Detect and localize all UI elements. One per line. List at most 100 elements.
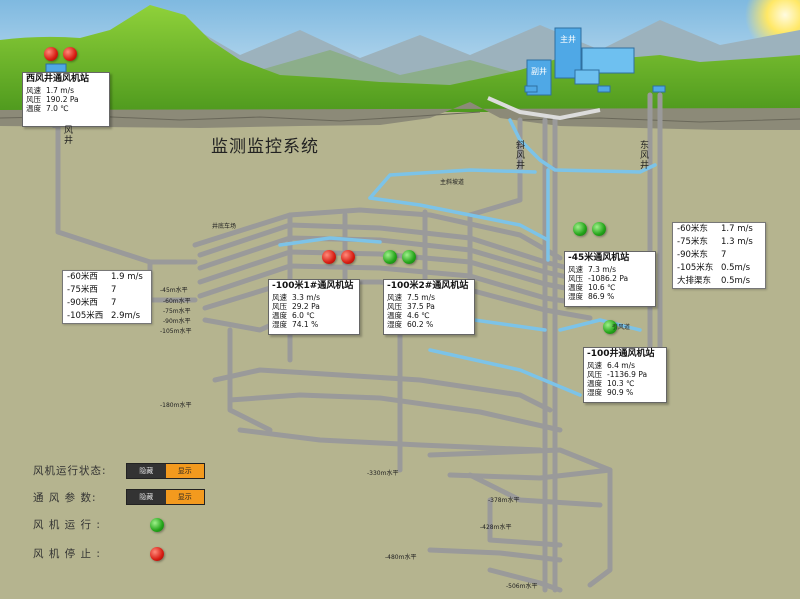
green-hill <box>0 5 800 112</box>
station-name: 西风井通风机站 <box>26 74 90 84</box>
param-label: 风压 <box>387 302 402 311</box>
param-value: -1136.9 Pa <box>607 370 648 379</box>
building-aux-label: 副井 <box>531 67 547 76</box>
param-value: 29.2 Pa <box>292 302 320 311</box>
toggle-hide-option[interactable]: 隐藏 <box>127 490 166 504</box>
surface-buildings <box>45 27 666 96</box>
fan-status-toggle[interactable]: 隐藏 显示 <box>126 463 205 479</box>
fan2-running-indicator-2 <box>402 250 416 264</box>
wind-params-label: 通 风 参 数: <box>33 492 97 504</box>
west-fan-stopped-indicator-2 <box>63 47 77 61</box>
param-label: 湿度 <box>387 320 402 329</box>
param-label: 风速 <box>26 86 41 95</box>
tunnel-label: 引风道 <box>612 324 631 331</box>
level-label: -105m水平 <box>160 328 192 335</box>
param-value: 6.4 m/s <box>607 361 636 370</box>
param-label: 温度 <box>26 104 41 113</box>
level-label: -480m水平 <box>385 554 417 561</box>
param-label: 风压 <box>26 95 41 104</box>
level-label: -45m水平 <box>160 287 188 294</box>
toggle-hide-option[interactable]: 隐藏 <box>127 464 166 478</box>
param-label: 湿度 <box>568 292 583 301</box>
incline-shaft <box>487 96 601 121</box>
fan1-stopped-indicator <box>322 250 336 264</box>
param-label: 温度 <box>272 311 287 320</box>
level-label: -428m水平 <box>480 524 512 531</box>
fan1-stopped-indicator-2 <box>341 250 355 264</box>
fan2-running-indicator <box>383 250 397 264</box>
param-label: 风压 <box>272 302 287 311</box>
tunnel-label: 井底车场 <box>212 223 237 230</box>
west-fan-station-panel[interactable]: 西风井通风机站 风速 1.7 m/s 风压 190.2 Pa 温度 7.0 ℃ <box>22 72 110 127</box>
param-value: 1.7 m/s <box>46 86 75 95</box>
level-label: -330m水平 <box>367 470 399 477</box>
fan-station-3-panel[interactable]: -45米通风机站 风速 7.3 m/s 风压 -1086.2 Pa 温度 10.6 ℃… <box>564 251 656 307</box>
level-label: -506m水平 <box>506 583 538 590</box>
level-label: -75m水平 <box>163 308 191 315</box>
param-value: 7.0 ℃ <box>46 104 69 113</box>
param-value: 7.3 m/s <box>588 265 617 274</box>
level-label: -378m水平 <box>488 497 520 504</box>
param-value: 7.5 m/s <box>407 293 436 302</box>
level-label: -180m水平 <box>160 402 192 409</box>
param-label: 风速 <box>568 265 583 274</box>
station-name: -100米2#通风机站 <box>387 281 469 291</box>
level-label: -60m水平 <box>163 298 191 305</box>
param-label: 风压 <box>587 370 602 379</box>
shaft-label: 东风井 <box>638 140 648 170</box>
param-label: 湿度 <box>587 388 602 397</box>
param-value: 86.9 % <box>588 292 615 301</box>
shaft-label: 风井 <box>62 125 72 145</box>
param-value: 37.5 Pa <box>407 302 435 311</box>
param-value: 60.2 % <box>407 320 434 329</box>
param-value: 74.1 % <box>292 320 319 329</box>
param-value: 10.3 ℃ <box>607 379 635 388</box>
param-value: -1086.2 Pa <box>588 274 629 283</box>
param-label: 风速 <box>587 361 602 370</box>
building-main-label: 主井 <box>560 35 576 44</box>
fan-stopped-label: 风 机 停 止 : <box>33 548 101 560</box>
page-title: 监测监控系统 <box>211 137 319 157</box>
param-value: 10.6 ℃ <box>588 283 616 292</box>
param-value: 190.2 Pa <box>46 95 79 104</box>
param-label: 温度 <box>568 283 583 292</box>
param-label: 风速 <box>387 293 402 302</box>
station-name: -100米1#通风机站 <box>272 281 354 291</box>
station-name: -100井通风机站 <box>587 349 655 359</box>
fan-status-label: 风机运行状态: <box>33 465 107 477</box>
param-value: 3.3 m/s <box>292 293 321 302</box>
legend-running-icon <box>150 518 164 532</box>
toggle-show-option[interactable]: 显示 <box>165 490 204 504</box>
west-fan-stopped-indicator <box>44 47 58 61</box>
param-value: 6.0 ℃ <box>292 311 315 320</box>
legend-stopped-icon <box>150 547 164 561</box>
fan3-running-indicator-2 <box>592 222 606 236</box>
param-label: 湿度 <box>272 320 287 329</box>
param-value: 4.6 ℃ <box>407 311 430 320</box>
param-label: 风压 <box>568 274 583 283</box>
station-name: -45米通风机站 <box>568 253 630 263</box>
wind-params-toggle[interactable]: 隐藏 显示 <box>126 489 205 505</box>
fan3-running-indicator <box>573 222 587 236</box>
fan4-running-indicator <box>603 320 617 334</box>
toggle-show-option[interactable]: 显示 <box>165 464 204 478</box>
param-label: 温度 <box>387 311 402 320</box>
param-label: 风速 <box>272 293 287 302</box>
tunnel-label: 主斜坡道 <box>440 179 465 186</box>
